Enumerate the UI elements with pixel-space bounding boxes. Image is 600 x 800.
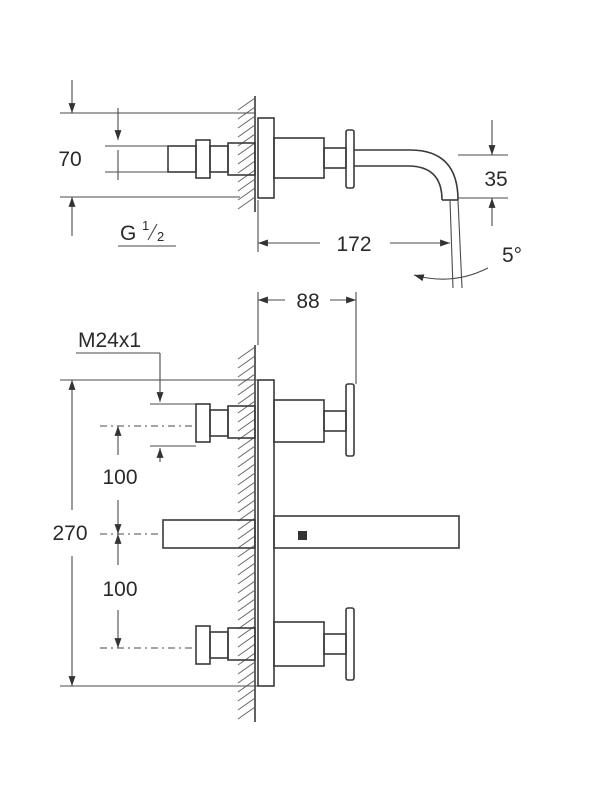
dimension-100-upper-label: 100 <box>102 466 137 489</box>
wall-hatch-line <box>237 580 256 594</box>
wall-hatch-line <box>237 169 256 183</box>
handle-body-top <box>273 129 355 189</box>
wall-hatch-line <box>237 472 256 486</box>
front-elevation-view: 88 M24x1 270 100 100 <box>52 290 460 722</box>
wall-hatch-line <box>237 436 256 450</box>
aerator-mark <box>298 531 307 540</box>
dimension-172-label: 172 <box>336 233 371 256</box>
wall-hatch-line <box>237 508 256 522</box>
thread-label-g-half: G 1 2 <box>118 218 176 247</box>
wall-hatch-line <box>237 607 256 621</box>
wall-hatch-line <box>237 445 256 459</box>
thread-prefix: G <box>120 222 136 245</box>
wall-hatch-line <box>237 97 256 111</box>
dimension-88-label: 88 <box>296 290 319 313</box>
valve-lower-left <box>195 625 256 665</box>
dimension-35: 35 <box>458 120 508 226</box>
thread-label-m24x1: M24x1 <box>76 329 196 462</box>
wall-hatch-line <box>237 133 256 147</box>
wall-hatch-line <box>237 598 256 612</box>
wall-hatch-line <box>237 151 256 165</box>
wall-hatch-line <box>237 589 256 603</box>
valve-upper-left <box>195 403 256 443</box>
wall-hatch-line <box>237 355 256 369</box>
valve-body-left <box>167 139 256 179</box>
wall-hatch-line <box>237 418 256 432</box>
wall-hatch-line <box>237 616 256 630</box>
wall-hatch-line <box>237 670 256 684</box>
wall-section-bottom <box>237 345 256 722</box>
wall-hatch-line <box>237 115 256 129</box>
wall-hatch-line <box>237 196 256 210</box>
handle-upper <box>273 383 355 457</box>
wall-plate-top <box>257 117 275 199</box>
wall-hatch-line <box>237 481 256 495</box>
wall-hatch-line <box>237 409 256 423</box>
dimension-172: 172 <box>257 200 450 256</box>
wall-hatch-line <box>237 652 256 666</box>
wall-hatch-line <box>237 463 256 477</box>
wall-hatch-line <box>237 364 256 378</box>
spout-outline-lower <box>354 165 443 201</box>
wall-hatch-line <box>237 535 256 549</box>
wall-hatch-line <box>237 391 256 405</box>
wall-hatch-line <box>237 571 256 585</box>
wall-hatch-line <box>237 160 256 174</box>
wall-hatch-line <box>237 382 256 396</box>
thread-m24-label: M24x1 <box>78 329 141 352</box>
wall-hatch-line <box>237 400 256 414</box>
wall-hatch-line <box>237 124 256 138</box>
thread-numerator: 1 <box>142 218 149 233</box>
dimension-70-label: 70 <box>58 148 81 171</box>
dimension-270-label: 270 <box>52 522 87 545</box>
dimension-88: 88 <box>257 290 357 384</box>
handle-lower <box>273 607 355 681</box>
wall-hatch-line <box>237 178 256 192</box>
thread-denominator: 2 <box>157 229 164 244</box>
dimension-angle-5: 5° <box>413 244 522 282</box>
dimension-100-lower: 100 <box>102 534 138 648</box>
dimension-70: 70 <box>58 80 256 236</box>
dimension-35-label: 35 <box>484 168 507 191</box>
wall-hatch-line <box>237 661 256 675</box>
dimension-100-upper: 100 <box>102 426 138 534</box>
wall-hatch-line <box>237 544 256 558</box>
angle-label: 5° <box>502 244 522 267</box>
wall-hatch-line <box>237 553 256 567</box>
wall-hatch-line <box>237 499 256 513</box>
wall-plate-bottom <box>257 379 275 687</box>
wall-hatch-line <box>237 346 256 360</box>
wall-hatch-line <box>237 142 256 156</box>
wall-hatch-line <box>237 706 256 720</box>
wall-hatch-line <box>237 526 256 540</box>
wall-hatch-line <box>237 634 256 648</box>
wall-hatch-line <box>237 562 256 576</box>
spout-outline-upper <box>354 149 459 201</box>
wall-hatch-line <box>237 688 256 702</box>
side-elevation-view: 70 G 1 2 35 172 <box>58 80 522 289</box>
dimension-100-lower-label: 100 <box>102 578 137 601</box>
spout-front <box>162 515 460 549</box>
wall-hatch-line <box>237 643 256 657</box>
wall-hatch-line <box>237 454 256 468</box>
dimension-270: 270 <box>52 379 258 687</box>
wall-hatch-line <box>237 187 256 201</box>
wall-hatch-line <box>237 490 256 504</box>
wall-hatch-line <box>237 697 256 711</box>
